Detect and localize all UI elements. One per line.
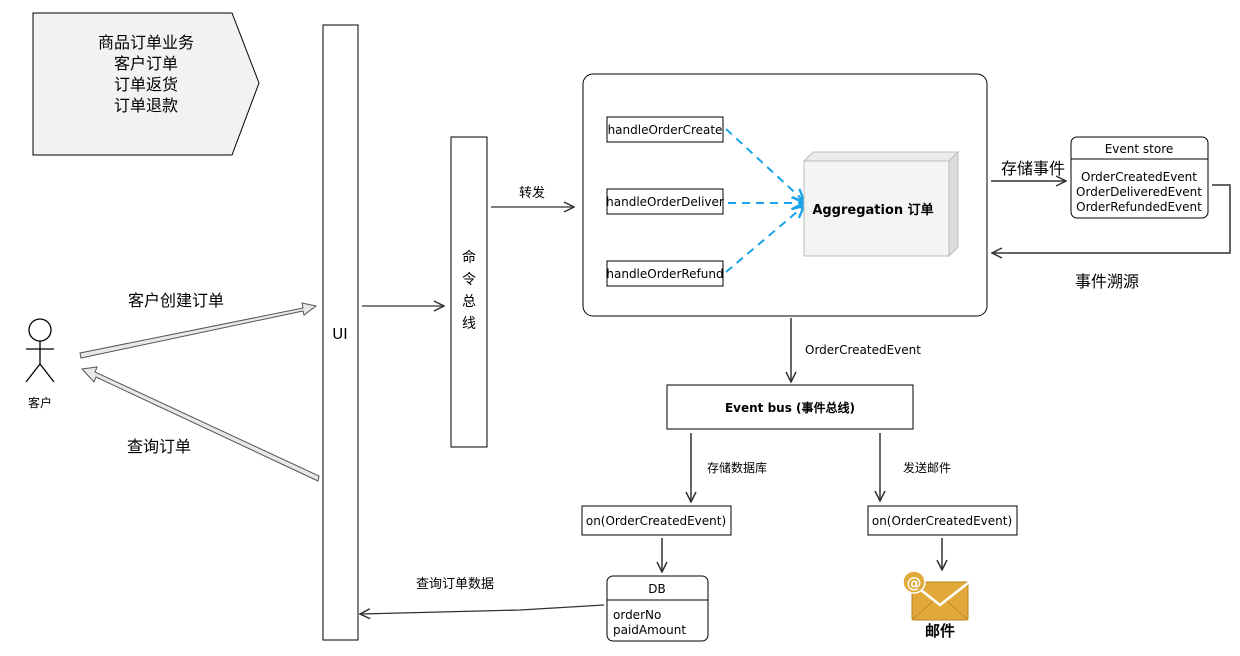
banner-line: 订单退款 <box>114 96 178 115</box>
order-created-edge: OrderCreatedEvent <box>791 318 921 382</box>
event-store-item: OrderDeliveredEvent <box>1076 185 1202 199</box>
event-bus-label: Event bus (事件总线) <box>725 400 855 415</box>
ui-label: UI <box>332 325 347 343</box>
mail-label: 邮件 <box>925 622 955 640</box>
command-bus-char: 线 <box>462 316 476 332</box>
query-order-label: 查询订单 <box>127 437 191 456</box>
handler-label: handleOrderCreate <box>608 123 723 137</box>
event-store-item: OrderRefundedEvent <box>1076 200 1202 214</box>
db-title: DB <box>648 582 665 596</box>
store-db-edge: 存储数据库 <box>691 433 767 502</box>
query-order-data-label: 查询订单数据 <box>416 577 494 592</box>
order-created-label: OrderCreatedEvent <box>805 343 921 357</box>
mail-icon: @ 邮件 <box>902 570 969 640</box>
event-store: Event store OrderCreatedEvent OrderDeliv… <box>1070 136 1209 219</box>
actor-customer: 客户 <box>25 318 55 410</box>
stick-figure-icon <box>25 318 55 383</box>
db-field: paidAmount <box>613 623 686 637</box>
forward-edge: 转发 <box>491 185 574 207</box>
svg-text:@: @ <box>907 574 922 592</box>
forward-label: 转发 <box>519 185 545 201</box>
query-order-arrow: 查询订单 <box>80 366 320 482</box>
mail-listener: on(OrderCreatedEvent) <box>867 505 1018 536</box>
command-bus-box: 命 令 总 线 <box>450 136 488 448</box>
event-store-title: Event store <box>1105 142 1174 156</box>
handler-label: handleOrderDeliver <box>606 195 724 209</box>
event-bus: Event bus (事件总线) <box>666 384 914 430</box>
event-sourcing-label: 事件溯源 <box>1075 272 1139 291</box>
mail-listener-label: on(OrderCreatedEvent) <box>872 514 1012 528</box>
db-field: orderNo <box>613 608 661 622</box>
handler-deliver: handleOrderDeliver <box>606 188 724 215</box>
store-events-label: 存储事件 <box>1001 159 1065 178</box>
aggregation-label: Aggregation 订单 <box>812 202 933 218</box>
business-banner: 商品订单业务 客户订单 订单返货 订单退款 <box>32 12 260 156</box>
store-db-label: 存储数据库 <box>707 460 767 475</box>
command-bus-char: 令 <box>462 272 476 288</box>
send-mail-edge: 发送邮件 <box>880 433 951 501</box>
actor-label: 客户 <box>28 395 52 410</box>
db-table: DB orderNo paidAmount <box>606 575 709 642</box>
handler-label: handleOrderRefund <box>606 267 723 281</box>
command-bus-char: 命 <box>462 249 476 266</box>
handler-create: handleOrderCreate <box>606 116 724 143</box>
ui-box: UI <box>322 24 359 641</box>
handler-to-aggregation-arrows <box>725 128 804 273</box>
event-store-item: OrderCreatedEvent <box>1081 170 1197 184</box>
banner-line: 客户订单 <box>114 54 178 73</box>
create-order-arrow: 客户创建订单 <box>79 291 318 359</box>
db-listener: on(OrderCreatedEvent) <box>581 505 732 536</box>
event-sourcing-edge: 事件溯源 <box>992 184 1231 291</box>
store-events-edge: 存储事件 <box>991 159 1066 181</box>
send-mail-label: 发送邮件 <box>903 460 951 475</box>
banner-shape <box>32 12 260 156</box>
query-order-data-edge: 查询订单数据 <box>360 577 605 614</box>
create-order-label: 客户创建订单 <box>128 291 224 310</box>
command-bus-char: 总 <box>462 294 476 310</box>
banner-line: 订单返货 <box>114 75 178 94</box>
db-listener-label: on(OrderCreatedEvent) <box>586 514 726 528</box>
aggregation-box: Aggregation 订单 <box>802 150 960 258</box>
banner-line: 商品订单业务 <box>98 33 194 52</box>
handler-refund: handleOrderRefund <box>606 260 724 287</box>
